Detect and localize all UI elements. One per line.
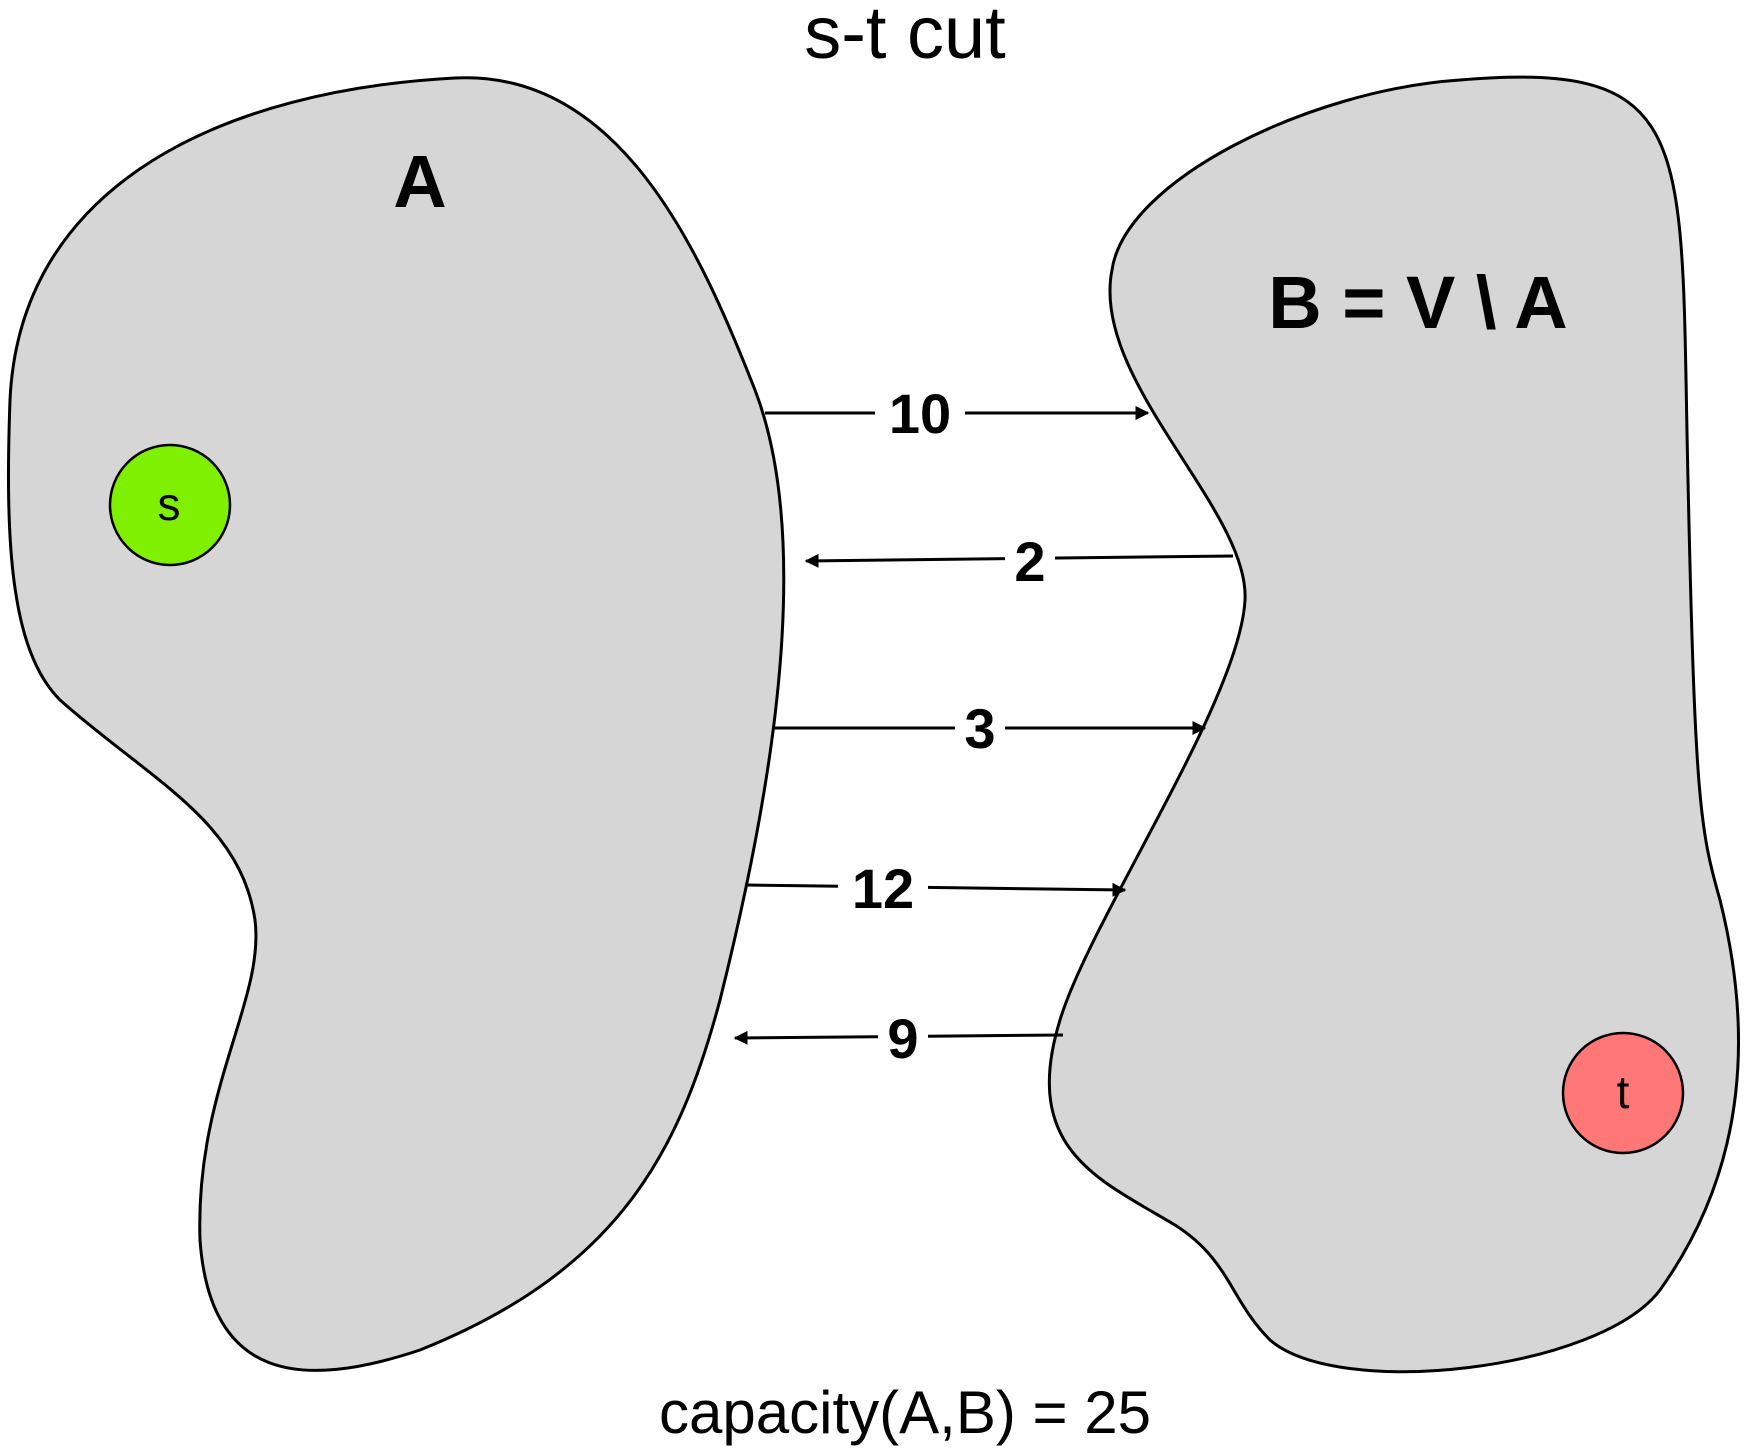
set-b-region xyxy=(1047,75,1740,1374)
edge-12: 12 xyxy=(744,857,1127,920)
node-s-label: s xyxy=(158,478,181,530)
edge-10-capacity: 10 xyxy=(889,382,951,445)
edge-12-capacity: 12 xyxy=(852,857,914,920)
node-s-circle xyxy=(108,443,232,567)
set-a-label: A xyxy=(393,140,446,223)
diagram-title: s-t cut xyxy=(804,0,1006,74)
edge-3-capacity: 3 xyxy=(964,697,995,760)
node-s: s xyxy=(108,443,232,567)
edge-10: 10 xyxy=(765,382,1150,445)
edge-9: 9 xyxy=(733,1007,1064,1070)
node-t-label: t xyxy=(1617,1066,1630,1118)
node-t-circle xyxy=(1561,1031,1685,1155)
node-t: t xyxy=(1561,1031,1685,1155)
edge-2-capacity: 2 xyxy=(1014,530,1045,593)
set-a-region xyxy=(6,76,786,1372)
edge-2: 2 xyxy=(804,530,1234,593)
edge-3: 3 xyxy=(773,697,1207,760)
capacity-caption: capacity(A,B) = 25 xyxy=(659,1379,1151,1446)
edge-9-capacity: 9 xyxy=(887,1007,918,1070)
edge-12-line xyxy=(744,882,1127,897)
set-b-label: B = V \ A xyxy=(1268,261,1568,344)
